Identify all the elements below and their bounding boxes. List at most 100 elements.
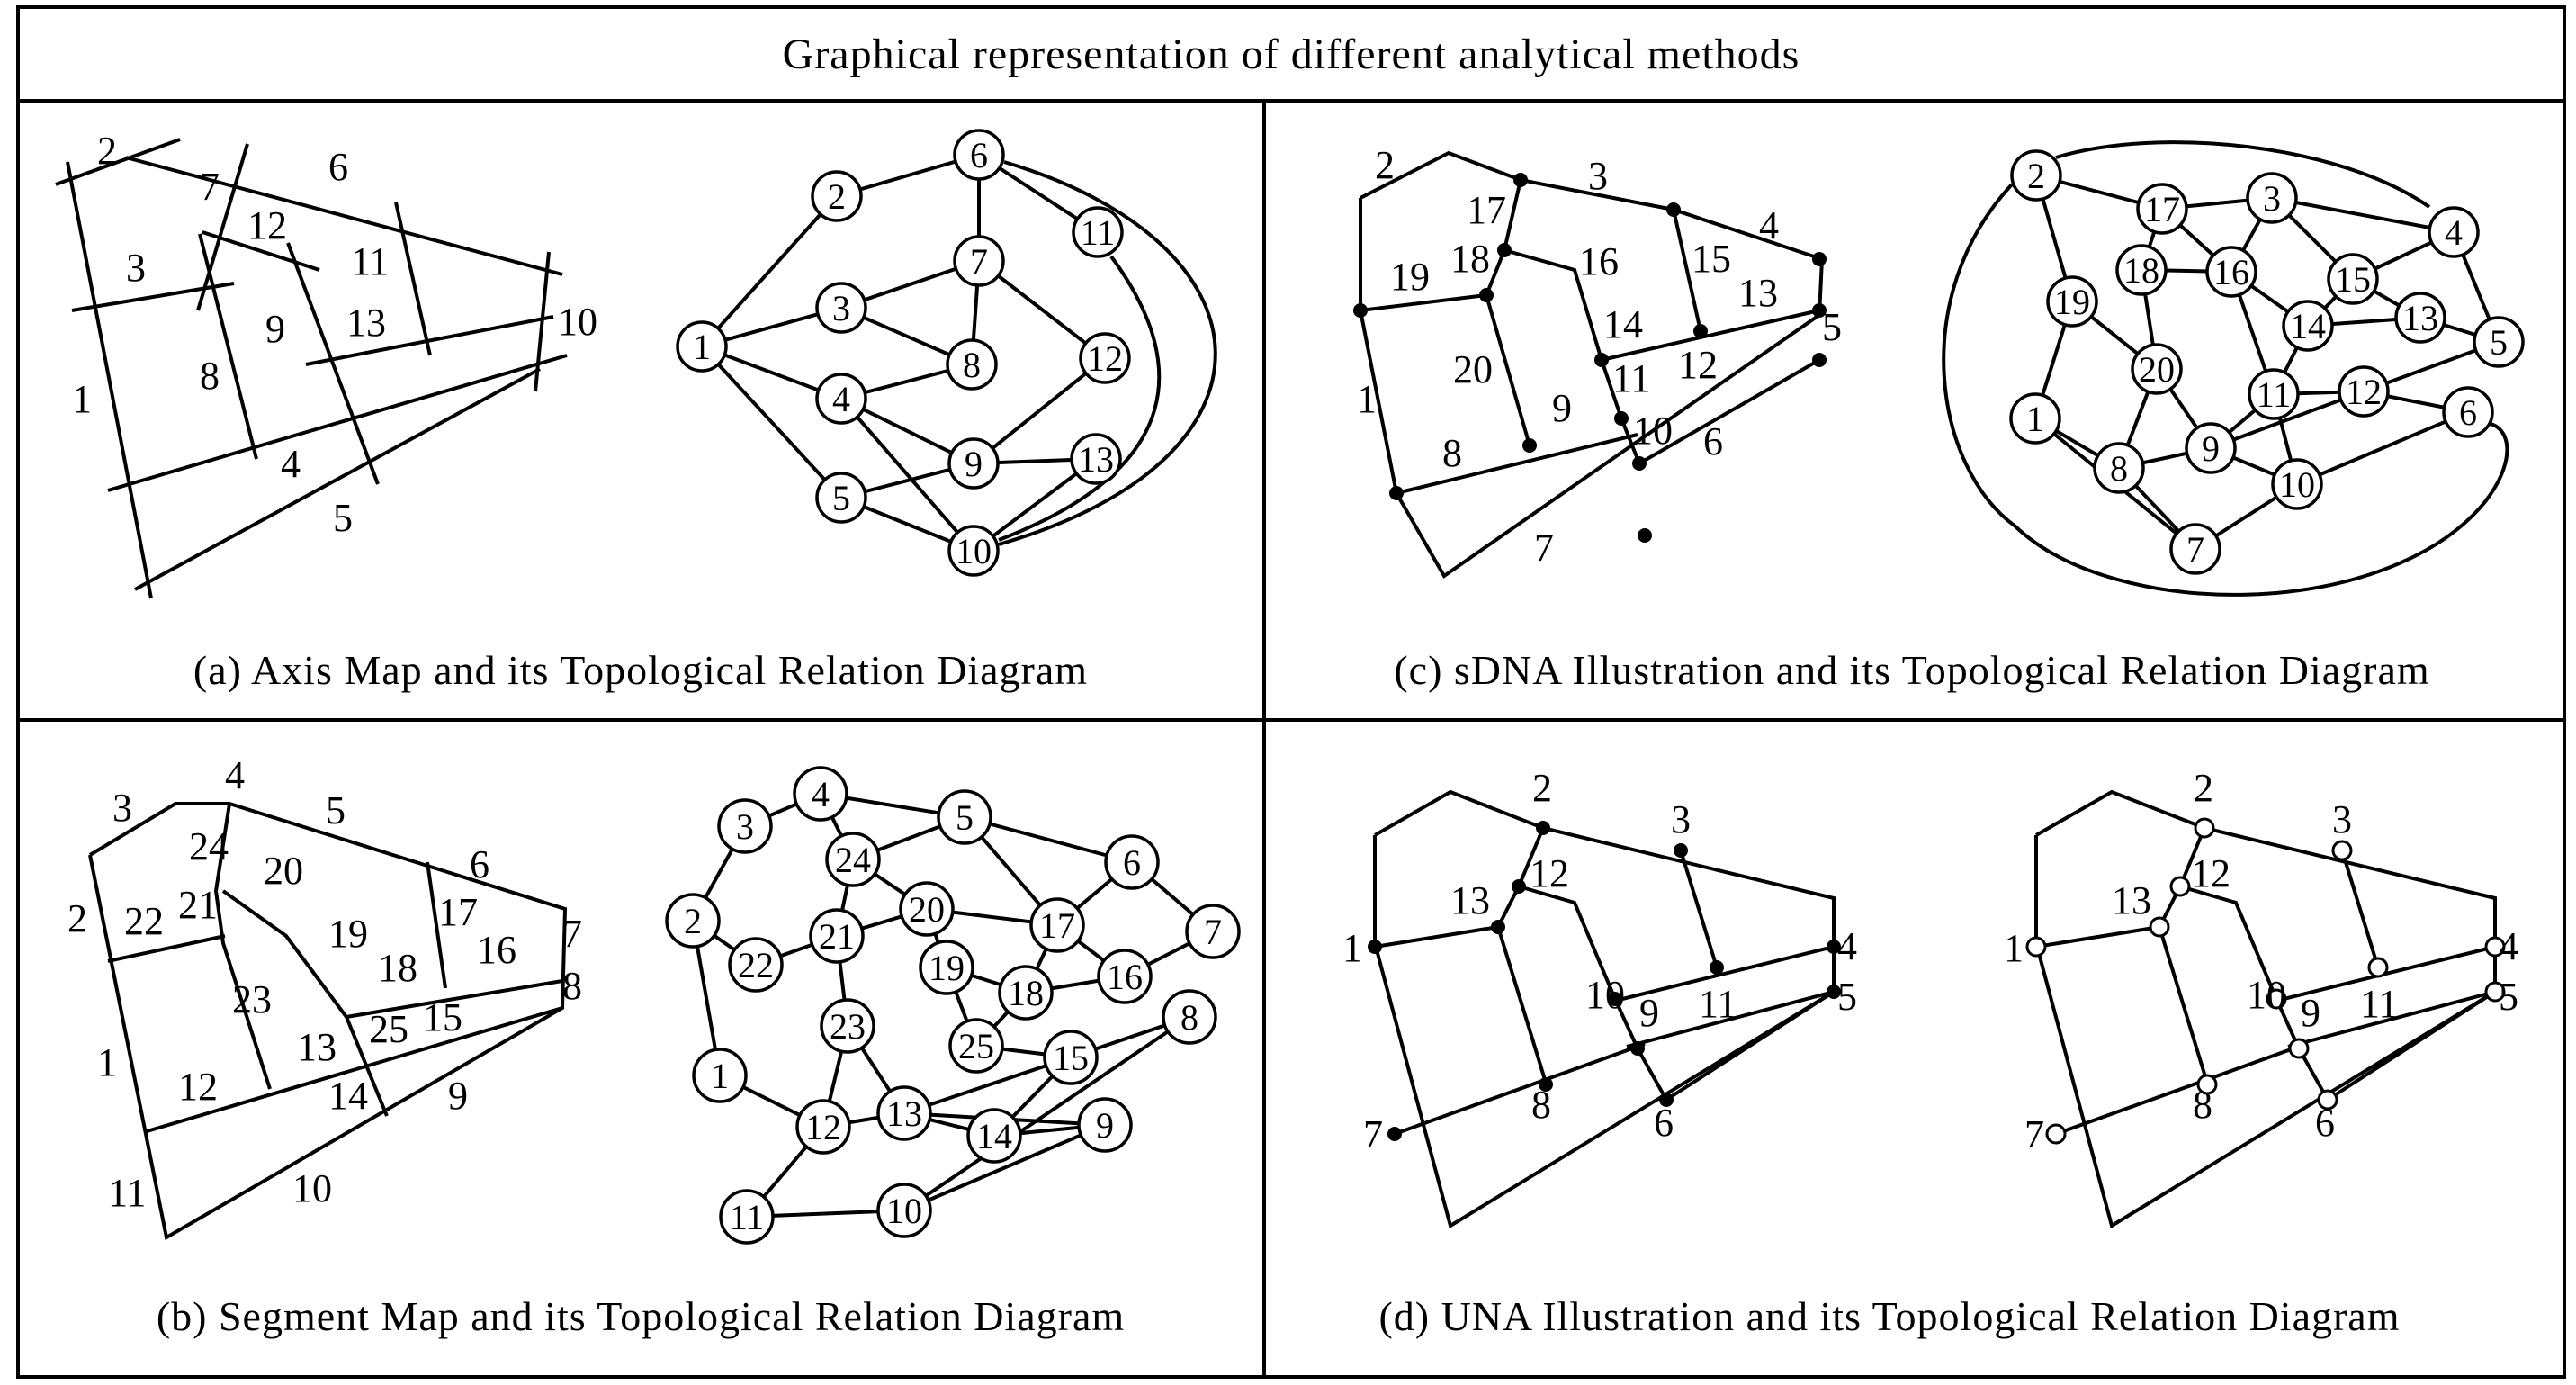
junction-dot (1812, 252, 1827, 266)
segment-graph-node: 24 (825, 832, 881, 887)
axis-graph-edge (700, 345, 843, 499)
svg-text:24: 24 (189, 824, 229, 868)
svg-text:2: 2 (828, 176, 846, 217)
segment-graph-node: 7 (1185, 904, 1241, 959)
svg-text:13: 13 (2112, 878, 2151, 922)
segment-graph-node: 6 (1104, 834, 1160, 890)
sdna-graph-node: 7 (2169, 523, 2221, 575)
segment-graph-node: 2 (665, 893, 721, 949)
sdna-graph-node: 18 (2115, 244, 2168, 296)
svg-text:18: 18 (1450, 237, 1490, 281)
svg-text:8: 8 (963, 345, 981, 385)
svg-text:24: 24 (835, 840, 871, 880)
junction-dot (1539, 1077, 1553, 1092)
axis-graph-node: 10 (947, 525, 1000, 577)
svg-text:8: 8 (562, 964, 582, 1008)
svg-text:1: 1 (2004, 926, 2024, 970)
svg-text:7: 7 (2186, 529, 2204, 570)
junction-dot (2194, 817, 2215, 839)
svg-text:6: 6 (970, 135, 988, 175)
svg-text:8: 8 (1442, 431, 1462, 475)
svg-text:4: 4 (2445, 212, 2463, 253)
svg-text:10: 10 (292, 1166, 332, 1210)
svg-text:18: 18 (378, 946, 417, 990)
svg-text:3: 3 (112, 786, 132, 830)
junction-dot (2196, 1074, 2218, 1095)
sdna-graph-node: 2 (2010, 149, 2062, 202)
caption-b: (b) Segment Map and its Topological Rela… (157, 1293, 1125, 1339)
svg-text:6: 6 (1703, 419, 1723, 463)
svg-text:18: 18 (2123, 250, 2159, 291)
svg-text:19: 19 (1390, 255, 1430, 299)
svg-text:4: 4 (812, 774, 830, 814)
svg-text:17: 17 (2144, 189, 2180, 229)
svg-text:17: 17 (1039, 905, 1075, 946)
svg-text:6: 6 (470, 842, 489, 886)
sdna-map: 1 2 3 4 5 6 7 8 9 10 11 12 13 14 15 16 1… (1353, 143, 1842, 579)
junction-dot (1659, 1093, 1674, 1107)
segment-graph-node: 12 (795, 1099, 851, 1155)
axis-graph-node: 4 (815, 373, 867, 425)
svg-text:22: 22 (124, 899, 164, 943)
svg-text:5: 5 (2490, 322, 2508, 363)
svg-text:13: 13 (1078, 439, 1114, 480)
panel-c: 1 2 3 4 5 6 7 8 9 10 11 12 13 14 15 16 1… (1353, 140, 2525, 693)
svg-text:12: 12 (2346, 372, 2382, 412)
segment-graph-node: 23 (820, 998, 875, 1054)
svg-text:10: 10 (886, 1191, 922, 1231)
segment-graph-node: 22 (728, 937, 784, 993)
svg-text:11: 11 (2360, 982, 2398, 1026)
caption-d: (d) UNA Illustration and its Topological… (1378, 1293, 2400, 1339)
svg-text:2: 2 (67, 896, 87, 940)
junction-dot (1389, 486, 1404, 500)
svg-text:11: 11 (2257, 374, 2292, 415)
svg-text:5: 5 (1822, 305, 1842, 349)
svg-text:1: 1 (693, 327, 711, 367)
segment-graph-node: 14 (966, 1108, 1022, 1164)
sdna-graph-node: 16 (2205, 246, 2257, 298)
svg-text:3: 3 (736, 806, 754, 847)
svg-text:13: 13 (346, 301, 386, 345)
svg-text:23: 23 (830, 1006, 866, 1047)
svg-text:12: 12 (247, 203, 287, 247)
junction-dot (1674, 843, 1688, 858)
svg-text:15: 15 (1692, 237, 1731, 281)
segment-graph-edge (902, 1015, 1191, 1212)
svg-text:13: 13 (1738, 271, 1778, 315)
svg-text:9: 9 (2202, 428, 2220, 469)
svg-text:6: 6 (1654, 1101, 1674, 1145)
segment-graph-node: 16 (1097, 949, 1153, 1004)
panel-b: 1 2 3 4 5 6 7 8 9 10 11 12 13 14 15 16 1… (67, 753, 1241, 1339)
svg-text:1: 1 (72, 377, 92, 421)
svg-text:16: 16 (1579, 239, 1619, 283)
svg-text:19: 19 (929, 948, 965, 988)
svg-text:14: 14 (2290, 306, 2326, 346)
sdna-graph-node: 15 (2327, 253, 2379, 305)
segment-graph-edge (903, 1123, 1106, 1212)
axis-map: 1 2 3 4 5 6 7 8 9 10 11 12 13 (55, 129, 597, 599)
svg-text:9: 9 (965, 444, 983, 484)
svg-text:6: 6 (2459, 392, 2477, 433)
segment-graph-edge (903, 1056, 1072, 1115)
axis-graph-edge (972, 356, 1107, 465)
svg-text:19: 19 (328, 912, 368, 956)
junction-dot (1594, 353, 1609, 367)
svg-text:1: 1 (1357, 377, 1377, 421)
axis-graph-node: 9 (947, 437, 1000, 490)
svg-text:6: 6 (2315, 1101, 2335, 1145)
svg-text:12: 12 (178, 1065, 218, 1109)
svg-text:17: 17 (1467, 188, 1506, 232)
junction-dot (1632, 456, 1647, 471)
axis-graph-edge (998, 160, 1217, 546)
svg-text:1: 1 (1342, 926, 1362, 970)
svg-text:8: 8 (1180, 997, 1198, 1038)
sdna-graph-node: 12 (2338, 365, 2390, 418)
svg-text:25: 25 (369, 1007, 408, 1051)
junction-dot (1491, 920, 1505, 934)
svg-text:21: 21 (178, 883, 218, 927)
junction-dot (1630, 1041, 1645, 1056)
svg-text:3: 3 (1671, 797, 1691, 841)
sdna-graph-node: 9 (2185, 422, 2237, 474)
